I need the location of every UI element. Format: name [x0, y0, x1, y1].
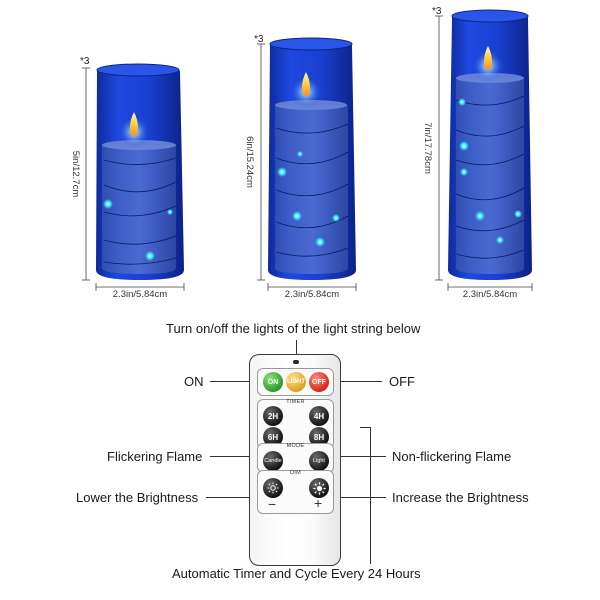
candle-small-width: 2.3in/5.84cm: [113, 289, 167, 300]
dimension-lines-small: [82, 67, 185, 291]
mode-panel: MODE Candle Light: [257, 443, 334, 473]
connector-nonflicker: [334, 456, 386, 457]
timer-2h-button[interactable]: 2H: [263, 406, 283, 426]
non-flickering-flame-caption: Non-flickering Flame: [392, 449, 512, 464]
power-panel: ON LIGHT OFF: [257, 368, 334, 396]
light-mode-button[interactable]: Light: [309, 451, 329, 471]
minus-sign: −: [268, 496, 277, 512]
light-string-caption: Turn on/off the lights of the light stri…: [166, 321, 421, 336]
connector-flicker: [210, 456, 260, 457]
lower-brightness-caption: Lower the Brightness: [76, 490, 199, 505]
timer-label: TIMER: [286, 399, 305, 405]
connector-lower: [206, 497, 260, 498]
candle-large: [448, 9, 532, 280]
timer-6h-button[interactable]: 6H: [263, 427, 283, 447]
connector-timer: [370, 427, 371, 564]
candle-medium-width: 2.3in/5.84cm: [285, 289, 339, 300]
connector-timer-tick: [360, 427, 370, 428]
dimension-lines-medium: [257, 43, 357, 291]
flame-icon: [302, 72, 310, 97]
ir-emitter: [293, 360, 299, 364]
sun-bright-icon: [312, 481, 326, 495]
candle-mode-button[interactable]: Candle: [263, 451, 283, 471]
timer-cycle-caption: Automatic Timer and Cycle Every 24 Hours: [172, 566, 421, 581]
timer-8h-button[interactable]: 8H: [309, 427, 329, 447]
connector-on: [210, 381, 260, 382]
flame-icon: [484, 46, 492, 71]
candle-large-height: 7in/17.78cm: [422, 122, 433, 174]
dim-panel: DIM − +: [257, 470, 334, 514]
sun-dim-icon: [267, 482, 279, 494]
dim-label: DIM: [290, 470, 301, 476]
mode-label: MODE: [286, 443, 305, 449]
on-caption: ON: [184, 374, 204, 389]
flame-icon: [130, 112, 138, 137]
candle-small-height: 5in/12.7cm: [70, 151, 81, 198]
on-button[interactable]: ON: [263, 372, 283, 392]
candles-illustration: *3 5in/12.7cm 2.3in/5.84cm *3 6in/15.24c…: [70, 6, 533, 300]
off-caption: OFF: [389, 374, 415, 389]
connector-increase: [334, 497, 386, 498]
timer-panel: TIMER 2H 4H 6H 8H: [257, 399, 334, 449]
connector-off: [334, 381, 382, 382]
dimension-lines-large: [435, 15, 533, 291]
timer-4h-button[interactable]: 4H: [309, 406, 329, 426]
candle-small: [96, 63, 184, 280]
plus-sign: +: [314, 495, 323, 511]
candle-medium-quantity: *3: [254, 34, 264, 45]
light-string-button[interactable]: LIGHT: [286, 372, 306, 392]
remote-control: ON LIGHT OFF TIMER 2H 4H 6H 8H MODE Cand…: [249, 354, 341, 566]
candle-large-quantity: *3: [432, 6, 442, 17]
connector-top: [296, 340, 297, 354]
candle-large-width: 2.3in/5.84cm: [463, 289, 517, 300]
dim-up-button[interactable]: [309, 478, 329, 498]
increase-brightness-caption: Increase the Brightness: [392, 490, 529, 505]
candle-medium-height: 6in/15.24cm: [244, 136, 255, 188]
flickering-flame-caption: Flickering Flame: [107, 449, 203, 464]
off-button[interactable]: OFF: [309, 372, 329, 392]
candle-medium: [268, 37, 356, 280]
dim-down-button[interactable]: [263, 478, 283, 498]
candle-small-quantity: *3: [80, 56, 90, 67]
